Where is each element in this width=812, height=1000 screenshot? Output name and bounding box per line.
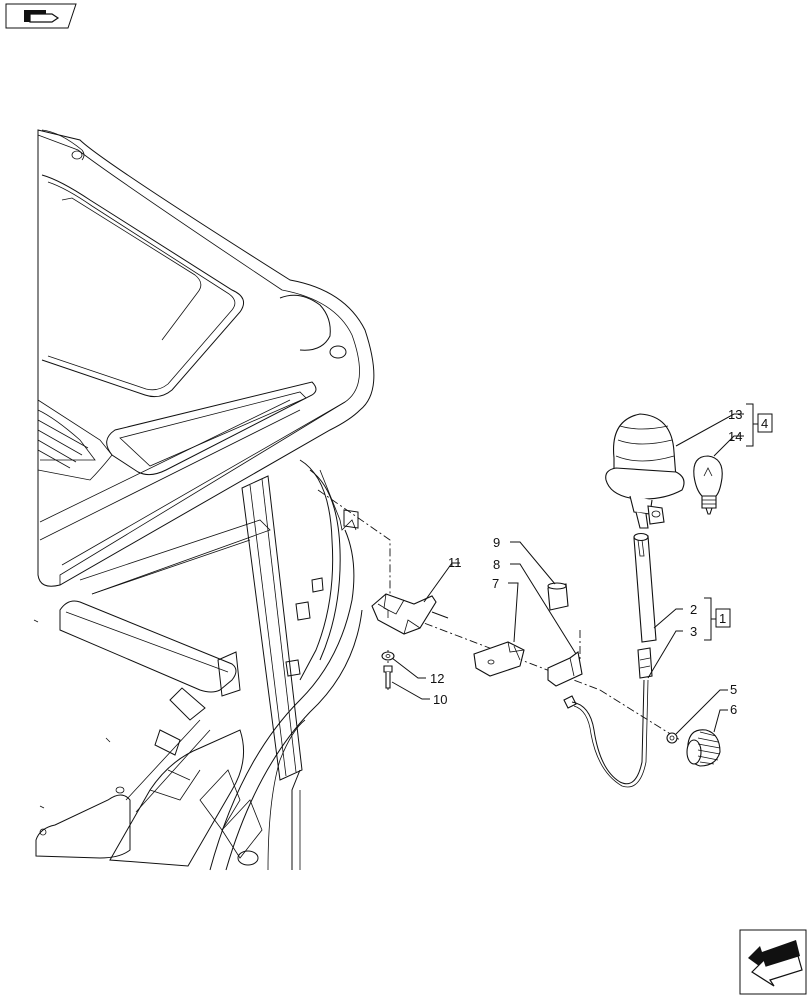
callout-13: 13: [728, 407, 742, 422]
callout-2: 2: [690, 602, 697, 617]
callout-14: 14: [728, 429, 742, 444]
part-13-beacon-lamp[interactable]: [605, 413, 685, 529]
callout-12: 12: [430, 671, 444, 686]
part-8-plate[interactable]: [547, 651, 583, 687]
part-3-cable[interactable]: [563, 647, 653, 788]
prev-page-button[interactable]: [5, 3, 77, 29]
callout-5: 5: [730, 682, 737, 697]
callout-10: 10: [433, 692, 447, 707]
callout-8: 8: [493, 557, 500, 572]
callout-11: 11: [448, 555, 462, 570]
part-12-washer[interactable]: [381, 651, 395, 661]
callout-7: 7: [492, 576, 499, 591]
callout-box-1: 1: [715, 608, 731, 628]
next-page-arrow-icon: [748, 940, 803, 987]
part-7-clamp-bracket[interactable]: [473, 641, 525, 677]
part-6-knurled-nut[interactable]: [686, 729, 721, 767]
callout-9: 9: [493, 535, 500, 550]
part-5-washer[interactable]: [666, 732, 678, 744]
leader-lines: [391, 403, 758, 735]
assembly-axis-lines: [317, 489, 681, 741]
prev-page-arrow-icon: [24, 10, 60, 23]
callout-3: 3: [690, 624, 697, 639]
callout-4: 4: [761, 416, 768, 431]
cab-roof-structure: [33, 129, 375, 871]
next-page-button[interactable]: [739, 929, 807, 995]
callout-6: 6: [730, 702, 737, 717]
callout-1: 1: [719, 611, 726, 626]
part-10-bolt[interactable]: [383, 665, 393, 689]
part-9-spacer[interactable]: [547, 582, 569, 611]
part-2-mast-tube[interactable]: [633, 532, 657, 643]
part-11-mounting-bracket[interactable]: [371, 593, 449, 635]
callout-box-4: 4: [757, 413, 773, 433]
part-14-bulb[interactable]: [693, 455, 723, 515]
callout-labels: 11 12 10 9 8 7 13 14 2 3 5 6 4 1: [430, 407, 773, 717]
